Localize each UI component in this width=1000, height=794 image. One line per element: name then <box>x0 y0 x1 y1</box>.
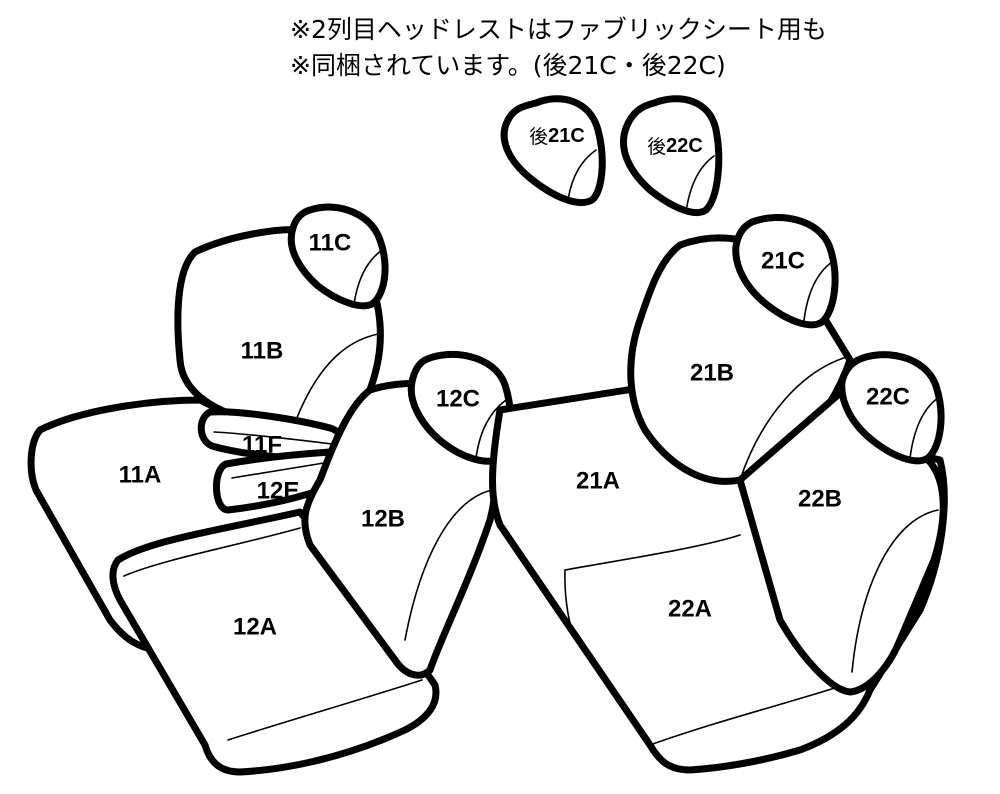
extra-code-22c: 22C <box>666 135 703 157</box>
part-label-22b: 22B <box>798 485 842 512</box>
extra-headrest-21c-label: 後21C <box>529 125 585 147</box>
part-label-22c: 22C <box>866 383 910 410</box>
part-label-12b: 12B <box>361 505 405 532</box>
seat-12 <box>109 351 514 776</box>
part-label-12c: 12C <box>436 385 480 412</box>
extra-prefix-22c: 後 <box>647 136 666 158</box>
extra-headrest-22c-label: 後22C <box>647 135 703 157</box>
part-label-12a: 12A <box>233 613 277 640</box>
extra-code-21c: 21C <box>548 125 585 147</box>
part-label-21b: 21B <box>690 359 734 386</box>
part-label-11c: 11C <box>309 229 352 256</box>
extra-headrest-rear-21c <box>500 95 606 207</box>
part-label-21c: 21C <box>761 247 805 274</box>
extra-prefix-21c: 後 <box>529 126 548 148</box>
seat-row-2 <box>489 214 948 774</box>
part-label-11b: 11B <box>241 337 284 364</box>
part-label-22a: 22A <box>668 595 712 622</box>
note-line-1: ※2列目ヘッドレストはファブリックシート用も <box>290 15 827 44</box>
extra-headrest-rear-22c <box>620 95 723 217</box>
part-label-11f: 11F <box>242 431 282 458</box>
part-label-11a: 11A <box>119 461 162 488</box>
part-label-12e: 12E <box>257 477 300 504</box>
note-line-2: ※同梱されています。(後21C・後22C) <box>290 51 726 80</box>
part-label-21a: 21A <box>576 467 620 494</box>
